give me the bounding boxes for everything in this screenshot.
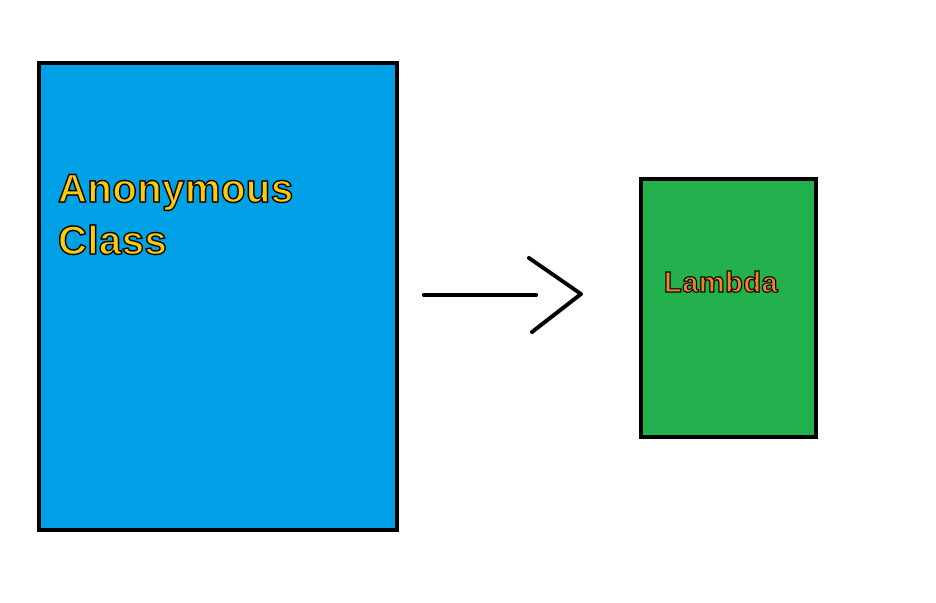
lambda-label: Lambda bbox=[663, 266, 779, 299]
anonymous-class-label-line2: Class bbox=[57, 218, 168, 264]
lambda-box: Lambda bbox=[639, 177, 818, 439]
anonymous-class-box: Anonymous Class bbox=[37, 61, 399, 532]
anonymous-class-label: Anonymous Class bbox=[57, 163, 294, 267]
anonymous-class-label-line1: Anonymous bbox=[57, 166, 294, 212]
arrow-head bbox=[527, 256, 583, 334]
